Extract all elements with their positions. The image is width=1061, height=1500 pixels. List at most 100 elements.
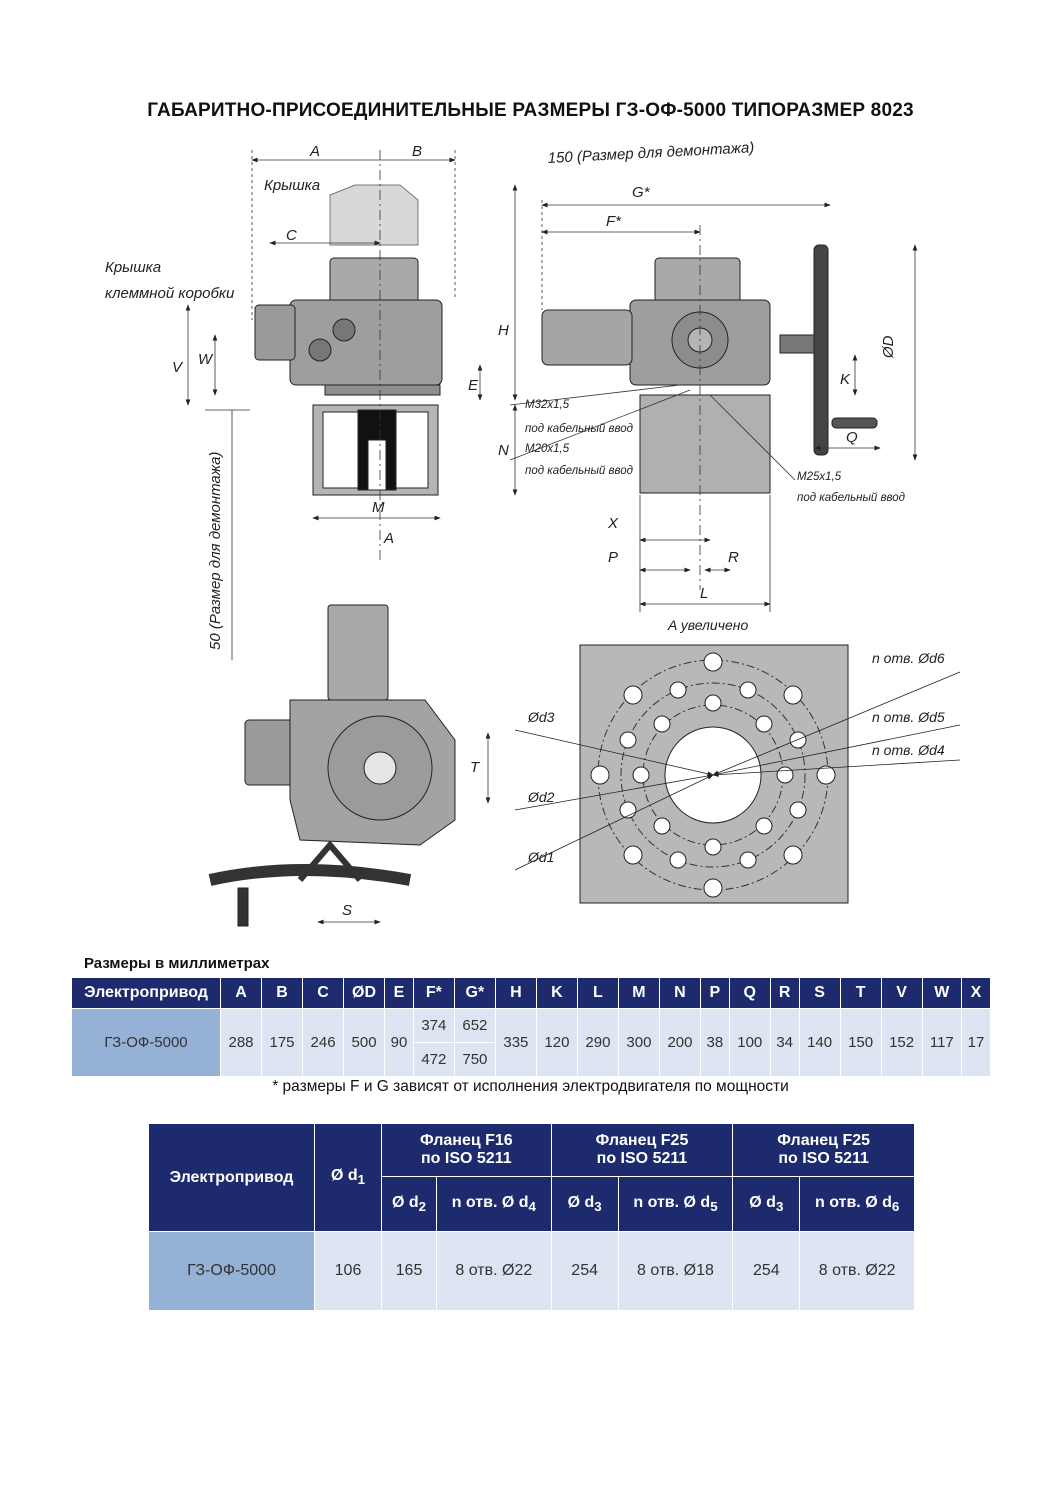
col-header-d1: Ø d1 [314,1123,382,1232]
m25-sub-label: под кабельный ввод [797,492,905,504]
m20-sub-label: под кабельный ввод [525,465,633,477]
cell-d6: 8 отв. Ø22 [799,1231,915,1311]
dim-s-label: S [342,902,352,919]
col-header-d4: n отв. Ø d4 [436,1176,552,1232]
dismount-150-label: 150 (Размер для демонтажа) [547,139,754,167]
cell-e: 90 [384,1008,414,1077]
col-header: Электропривод [71,977,221,1009]
cell-a: 288 [219,1008,263,1077]
dim-d-label: ØD [880,335,897,359]
cell-v: 152 [880,1008,923,1077]
d1-label: Ød1 [527,849,554,865]
dim-r-label: R [728,549,739,566]
col-header: Q [728,977,771,1009]
holes-d5-label: n отв. Ød5 [872,709,945,725]
m20-label: M20x1,5 [525,443,570,455]
cell-g2: 750 [453,1042,496,1077]
cell-q: 100 [728,1008,771,1077]
cover-label: Крышка [264,177,320,194]
d2-label: Ød2 [527,789,555,805]
cell-d1: 106 [314,1231,382,1311]
cell-d: 500 [343,1008,386,1077]
bottom-view [208,604,456,927]
cell-s: 140 [798,1008,841,1077]
cell-d2: 165 [381,1231,437,1311]
front-view [254,184,443,496]
cell-f1: 374 [412,1008,455,1043]
cell-d3a: 254 [550,1231,619,1311]
col-header: N [658,977,701,1009]
holes-d4-label: n отв. Ød4 [872,742,945,758]
col-header-d6: n отв. Ø d6 [799,1176,915,1232]
dismount-50-label: 50 (Размер для демонтажа) [207,452,224,650]
cell-d5: 8 отв. Ø18 [617,1231,734,1311]
dim-t-label: T [470,759,481,776]
cell-w: 117 [921,1008,963,1077]
cell-f2: 472 [412,1042,455,1077]
col-header: P [699,977,730,1009]
col-header: X [961,977,991,1009]
col-header: B [261,977,304,1009]
model-cell: ГЗ-ОФ-5000 [71,1008,221,1077]
cell-d4: 8 отв. Ø22 [436,1231,552,1311]
table-row: 472 750 [72,1042,991,1077]
col-header: K [535,977,578,1009]
col-header: M [617,977,660,1009]
dim-k-label: K [840,371,851,388]
col-header-d5: n отв. Ø d5 [617,1176,734,1232]
table-row: ГЗ-ОФ-5000 288 175 246 500 90 374 652 33… [71,1008,991,1077]
cell-g1: 652 [453,1008,496,1043]
cell-c: 246 [302,1008,345,1077]
col-header: F* [412,977,455,1009]
col-header: L [576,977,619,1009]
m25-label: M25x1,5 [797,471,842,483]
units-caption: Размеры в миллиметрах [84,955,270,972]
cell-m: 300 [617,1008,660,1077]
view-a-arrow-label: A [383,530,394,547]
dim-g-label: G* [632,184,651,201]
cell-k: 120 [535,1008,578,1077]
cell-n: 200 [658,1008,701,1077]
d3-label: Ød3 [527,709,555,725]
cell-h: 335 [494,1008,537,1077]
dim-n-label: N [498,442,509,459]
dim-q-label: Q [846,429,858,446]
flange-detail [514,644,961,904]
dimensions-table: Электропривод A B C ØD E F* G* H K L M N… [71,977,991,1077]
col-header-model: Электропривод [148,1123,315,1232]
dim-v-label: V [172,359,184,376]
technical-drawings: A B C H N E M V W A Крышка Крышка клеммн… [105,139,961,927]
side-view [541,244,878,494]
page-title: ГАБАРИТНО-ПРИСОЕДИНИТЕЛЬНЫЕ РАЗМЕРЫ ГЗ-О… [147,100,914,121]
dim-p-label: P [608,549,618,566]
dim-h-label: H [498,322,509,339]
dim-x-label: X [607,515,619,532]
dim-w-label: W [198,351,214,368]
terminal-cover-label-1: Крышка [105,259,161,276]
cell-t: 150 [839,1008,882,1077]
dim-f-label: F* [606,213,622,230]
col-header-d3a: Ø d3 [550,1176,619,1232]
col-header: R [769,977,800,1009]
col-header: C [302,977,345,1009]
col-header: G* [453,977,496,1009]
col-header: W [921,977,963,1009]
view-a-enlarged-label: A увеличено [667,617,748,633]
dim-e-label: E [468,377,479,394]
m32-label: M32x1,5 [525,399,570,411]
cell-r: 34 [769,1008,800,1077]
terminal-cover-label-2: клеммной коробки [105,285,235,302]
cell-x: 17 [961,1008,991,1077]
cell-l: 290 [576,1008,619,1077]
col-header: S [798,977,841,1009]
dim-c-label: C [286,227,297,244]
cell-b: 175 [261,1008,304,1077]
m32-sub-label: под кабельный ввод [525,423,633,435]
dim-b-label: B [412,143,422,160]
col-header: ØD [343,977,386,1009]
col-header-d2: Ø d2 [381,1176,437,1232]
table-row: ГЗ-ОФ-5000 106 165 8 отв. Ø22 254 8 отв.… [148,1231,915,1311]
